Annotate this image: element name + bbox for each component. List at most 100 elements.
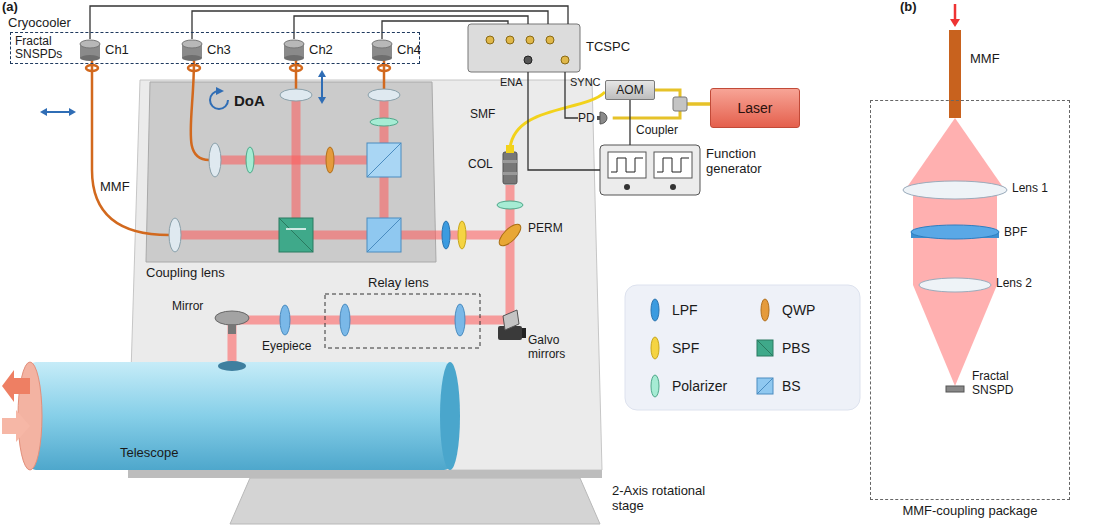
fiber-coupler: [673, 97, 687, 111]
detector-channel: Ch4: [371, 39, 423, 61]
laser-beams: [175, 95, 510, 366]
coupling-package-illustration-part: [954, 4, 957, 20]
function-generator-device-part: [657, 158, 689, 172]
node-text: Ch1: [105, 39, 129, 61]
legend-box-part: [757, 340, 773, 356]
optics-part: [506, 145, 514, 153]
tcspc-device-part: [524, 56, 532, 64]
node-text: Laser: [737, 100, 772, 116]
optics-part: [496, 221, 524, 249]
optics-part: [368, 89, 400, 101]
optics-part: [497, 201, 523, 209]
optics-part: [340, 304, 350, 336]
laser-box: Laser: [710, 88, 800, 128]
part-label: SYNC: [570, 76, 601, 89]
optics-part: [169, 218, 181, 252]
coupling-package-illustration-part: [946, 386, 964, 392]
part-label: PERM: [528, 222, 563, 236]
fibers: [86, 60, 390, 235]
motion-arrows: [40, 70, 326, 116]
detector-channel: Ch1: [79, 39, 131, 61]
puck-base: [80, 55, 100, 61]
motion-arrows-part: [69, 108, 76, 116]
part-label: (b): [900, 0, 917, 15]
detector-puck: [181, 39, 203, 61]
optics-part: [280, 305, 290, 335]
part-label: Galvo mirrors: [528, 334, 590, 362]
optics-part: [367, 143, 401, 177]
optics-part: [367, 218, 401, 252]
telescope-part: [218, 361, 246, 371]
tcspc-device-part: [468, 24, 580, 72]
wire: [382, 21, 508, 39]
optics-part: [503, 152, 517, 184]
node-text: AOM: [616, 83, 643, 97]
part-label: Relay lens: [368, 276, 429, 291]
legend-label: LPF: [672, 302, 698, 318]
wire: [192, 11, 548, 39]
fibers-part: [290, 65, 302, 71]
wire: [294, 16, 528, 39]
smf-fiber: [510, 92, 605, 148]
photodiode-shape: [600, 112, 607, 124]
optics-part: [215, 311, 249, 325]
motion-arrows-part: [216, 87, 224, 95]
part-label: (a): [2, 0, 18, 15]
node-text: Ch4: [397, 39, 421, 61]
function-generator-device-part: [608, 152, 646, 178]
optics-part: [503, 160, 517, 163]
optics-part: [280, 89, 312, 101]
smf-fiber-part: [510, 92, 605, 148]
coupling-package-illustration-part: [911, 225, 999, 239]
function-generator-device-part: [611, 158, 643, 172]
detector-puck: [371, 39, 393, 61]
telescope: [2, 361, 460, 470]
optics-part: [279, 218, 313, 252]
photodiode-icon: [597, 111, 613, 125]
tcspc-device-part: [546, 36, 554, 44]
node-text: Cryocooler: [8, 15, 71, 30]
fibers-part: [86, 65, 98, 71]
legend-box-part: [757, 340, 773, 356]
laser-beams-part: [292, 95, 301, 235]
optics-part: [370, 118, 398, 126]
coupling-package-illustration-part: [919, 278, 991, 292]
puck-top: [372, 40, 392, 48]
legend-box-part: [761, 299, 769, 321]
part-label: Coupler: [636, 124, 678, 138]
motion-arrows-part: [318, 97, 326, 104]
function-generator: Function generator: [600, 145, 700, 195]
optics-part: [522, 328, 526, 338]
part-label: SMF: [470, 108, 495, 122]
function-generator-device-part: [654, 152, 692, 178]
legend-box-part: [651, 375, 659, 397]
part-label: Coupling lens: [146, 266, 225, 281]
optics-part: [442, 221, 450, 249]
legend-box-part: [651, 337, 659, 359]
optics-part: [286, 228, 306, 230]
telescope-part: [2, 370, 30, 402]
puck-top: [182, 40, 202, 48]
optics-part: [503, 172, 517, 175]
optics-part: [367, 218, 401, 252]
legend-label: SPF: [672, 340, 699, 356]
part-label: MMF: [970, 52, 1000, 67]
part-label: MMF: [100, 180, 130, 195]
package-box: MMF-coupling package: [870, 100, 1070, 500]
telescope-part: [30, 362, 450, 470]
function-generator-device-part: [670, 184, 676, 190]
legend-box-part: [651, 299, 659, 321]
tcspc-box: TCSPC: [468, 24, 580, 72]
node-text: PD: [578, 110, 595, 126]
coupling-package-illustration-part: [905, 118, 1005, 190]
aom-box: AOM: [605, 80, 655, 100]
optics-part: [279, 218, 313, 252]
fibers-part: [191, 60, 209, 160]
function-generator-device-part: [624, 184, 630, 190]
laser-beams-part: [215, 156, 384, 165]
optics: [169, 89, 526, 348]
tcspc-device: [468, 24, 580, 72]
coupling-package-illustration-part: [903, 181, 1007, 199]
function-generator-device-part: [600, 145, 700, 195]
